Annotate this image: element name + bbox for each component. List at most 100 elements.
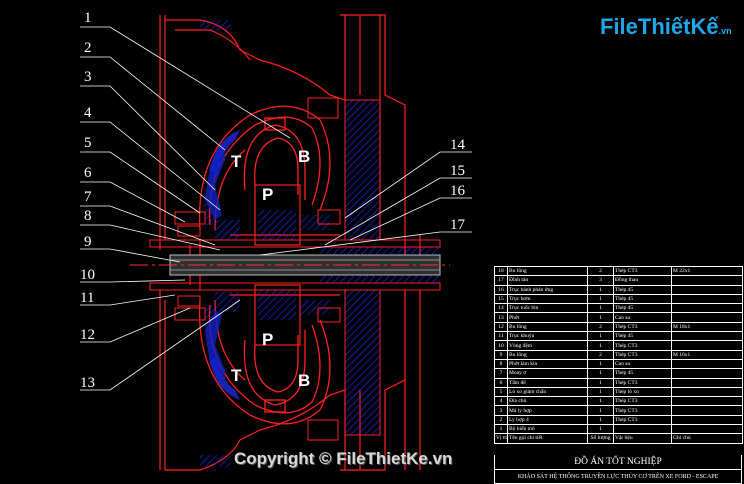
bom-cell-qty: 1 (587, 368, 614, 379)
bom-cell-name: Trục bánh phản ứng (507, 284, 588, 295)
label-10: 10 (80, 267, 95, 283)
bom-cell-qty: 1 (587, 312, 614, 323)
label-9: 9 (84, 234, 92, 250)
bom-cell-note (671, 293, 743, 305)
bom-cell-mat: Thép 45 (613, 284, 672, 295)
label-5: 5 (84, 135, 92, 151)
bom-cell-mat: Thép CT3 (613, 321, 672, 333)
label-16: 16 (450, 183, 466, 199)
bom-cell-mat: Thép 45 (613, 368, 672, 379)
bom-cell-note (671, 368, 743, 379)
bom-cell-note (671, 312, 743, 323)
bom-cell-qty: 1 (587, 386, 614, 398)
bom-cell-no: 5 (494, 386, 508, 398)
bom-cell-mat: Thép CT3 (613, 340, 672, 351)
bom-cell-no: 16 (494, 284, 508, 295)
bom-cell-mat: Thép 45 (613, 293, 672, 305)
label-14: 14 (450, 137, 466, 153)
bom-cell-mat: Cao su (613, 358, 672, 370)
site-logo: FileThiếtKế.vn (600, 14, 732, 40)
bom-cell-qty: 3 (587, 275, 614, 286)
bom-cell-name: Ly hợp 4 (507, 414, 588, 426)
bom-cell-note (671, 358, 743, 370)
bom-cell-name: Tấm đế (507, 377, 588, 388)
bom-cell-mat: Thép lò xo (613, 386, 672, 398)
bom-cell-name: Bu lông (507, 349, 588, 360)
bom-cell-mat: Thép 45 (613, 331, 672, 342)
bom-cell-qty: 1 (587, 414, 614, 426)
bom-cell-no: 6 (494, 377, 508, 388)
bom-cell-name: Bu lông (507, 321, 588, 333)
label-17: 17 (450, 217, 466, 233)
bom-cell-name: Lò xo giảm chấn (507, 386, 588, 398)
bom-cell-qty: 1 (587, 405, 614, 416)
bom-cell-qty: Số lượng (587, 433, 614, 444)
bom-cell-no: 3 (494, 405, 508, 416)
bom-cell-note (671, 284, 743, 295)
bom-cell-name: Vòng đệm (507, 340, 588, 351)
bom-cell-note (671, 377, 743, 388)
bom-cell-no: 1 (494, 424, 508, 435)
zone-t-upper: T (231, 152, 242, 171)
bom-cell-mat: Thép CT3 (613, 265, 672, 277)
bom-cell-qty: 1 (587, 284, 614, 295)
bom-cell-note: Ghi chú (671, 433, 743, 444)
bom-cell-mat: Vật liệu (613, 433, 672, 444)
bom-cell-name: Trục khuỷu (507, 331, 588, 342)
zone-p-lower: P (262, 330, 273, 349)
bom-cell-mat: Thép CT3 (613, 377, 672, 388)
bom-cell-no: 18 (494, 265, 508, 277)
bom-cell-mat: Thép CT3 (613, 396, 672, 407)
bom-cell-no: 14 (494, 303, 508, 314)
bom-cell-name: Bu lông (507, 265, 588, 277)
bom-cell-note (671, 405, 743, 416)
title-main: ĐỒ ÁN TỐT NGHIỆP (494, 455, 742, 470)
bom-cell-qty: 1 (587, 377, 614, 388)
bom-cell-qty: 1 (587, 358, 614, 370)
bom-cell-note: M 16x1 (671, 349, 743, 360)
bom-cell-mat: Đồng thau (613, 275, 672, 286)
bom-cell-qty: 1 (587, 424, 614, 435)
bom-cell-no: 9 (494, 349, 508, 360)
bom-cell-name: Phớt (507, 312, 588, 323)
label-11: 11 (80, 290, 94, 306)
bom-cell-qty: 1 (587, 303, 614, 314)
bom-cell-no: 4 (494, 396, 508, 407)
bom-cell-note (671, 331, 743, 342)
label-4: 4 (84, 105, 92, 121)
label-15: 15 (450, 163, 465, 179)
bom-cell-mat (613, 424, 672, 435)
logo-suffix: .vn (718, 26, 732, 36)
bom-cell-mat: Cao su (613, 312, 672, 323)
bom-cell-note (671, 396, 743, 407)
bom-cell-note (671, 275, 743, 286)
bom-cell-qty: 1 (587, 331, 614, 342)
bom-cell-qty: 1 (587, 396, 614, 407)
bom-cell-qty: 2 (587, 265, 614, 277)
bom-cell-note (671, 303, 743, 314)
bom-cell-qty: 2 (587, 349, 614, 360)
bom-cell-name: Má ly hợp (507, 405, 588, 416)
bom-cell-no: 17 (494, 275, 508, 286)
bom-cell-note (671, 340, 743, 351)
bom-cell-mat: Thép CT3 (613, 405, 672, 416)
bom-cell-no: 13 (494, 312, 508, 323)
leader-lines (80, 26, 472, 391)
bom-cell-mat: Thép 45 (613, 303, 672, 314)
